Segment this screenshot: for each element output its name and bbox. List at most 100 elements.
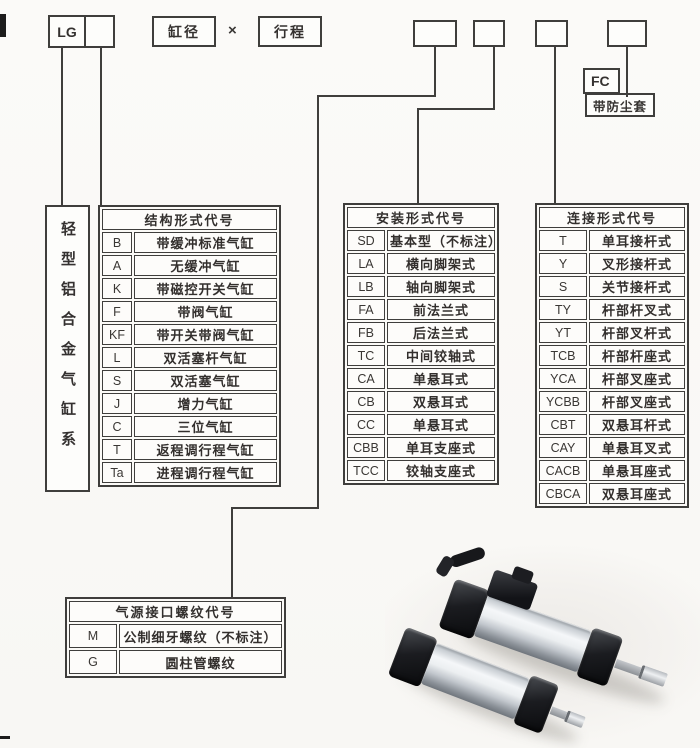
description-cell: 轴向脚架式 — [387, 276, 495, 297]
code-cell: L — [102, 347, 132, 368]
code-cell: M — [69, 624, 117, 648]
description-cell: 杆部叉杆式 — [589, 322, 685, 343]
description-cell: 基本型（不标注） — [387, 230, 495, 251]
description-cell: 双悬耳杆式 — [589, 414, 685, 435]
connector-line — [100, 48, 102, 205]
description-cell: 带磁控开关气缸 — [134, 278, 277, 299]
code-cell: TCB — [539, 345, 587, 366]
code-cell: LB — [347, 276, 385, 297]
stroke-box: 行程 — [258, 16, 322, 47]
code-cell: CB — [347, 391, 385, 412]
code-cell: T — [102, 439, 132, 460]
description-cell: 单悬耳叉式 — [589, 437, 685, 458]
description-cell: 单耳接杆式 — [589, 230, 685, 251]
scan-artifact — [0, 736, 10, 739]
connector-line — [434, 47, 436, 97]
description-cell: 带缓冲标准气缸 — [134, 232, 277, 253]
description-cell: 单耳支座式 — [387, 437, 495, 458]
code-cell: Ta — [102, 462, 132, 483]
connector-line — [231, 507, 319, 509]
description-cell: 叉形接杆式 — [589, 253, 685, 274]
connector-line — [61, 48, 63, 205]
description-cell: 双悬耳式 — [387, 391, 495, 412]
mounting-code-slot — [473, 20, 505, 47]
code-cell: CBT — [539, 414, 587, 435]
description-cell: 关节接杆式 — [589, 276, 685, 297]
dust-cover-code-slot — [607, 20, 647, 47]
description-cell: 单悬耳座式 — [589, 460, 685, 481]
description-cell: 横向脚架式 — [387, 253, 495, 274]
code-cell: FB — [347, 322, 385, 343]
code-cell: YT — [539, 322, 587, 343]
code-cell: CAY — [539, 437, 587, 458]
code-cell: J — [102, 393, 132, 414]
series-label-box: 轻型铝合金气缸系列 — [45, 205, 116, 492]
dust-cover-label-box: 带防尘套 — [585, 93, 655, 117]
connection-table-title: 连接形式代号 — [539, 207, 685, 228]
connector-line — [626, 47, 628, 97]
description-cell: 杆部叉座式 — [589, 368, 685, 389]
code-cell: Y — [539, 253, 587, 274]
connector-line — [417, 108, 495, 110]
thread-table-title: 气源接口螺纹代号 — [69, 601, 282, 622]
structure-table-title: 结构形式代号 — [102, 209, 277, 230]
description-cell: 双活塞杆气缸 — [134, 347, 277, 368]
code-cell: FA — [347, 299, 385, 320]
rod-tip — [563, 710, 586, 729]
product-photo — [385, 545, 700, 748]
code-cell: YCA — [539, 368, 587, 389]
code-cell: CC — [347, 414, 385, 435]
connection-code-slot — [535, 20, 568, 47]
fc-code-box: FC — [583, 68, 620, 94]
code-cell: K — [102, 278, 132, 299]
code-cell: CA — [347, 368, 385, 389]
description-cell: 带阀气缸 — [134, 301, 277, 322]
description-cell: 进程调行程气缸 — [134, 462, 277, 483]
code-cell: S — [102, 370, 132, 391]
code-cell: B — [102, 232, 132, 253]
connector-line — [554, 47, 556, 203]
code-cell: T — [539, 230, 587, 251]
code-cell: SD — [347, 230, 385, 251]
description-cell: 杆部叉座式 — [589, 391, 685, 412]
structure-code-slot — [84, 17, 113, 46]
description-cell: 单悬耳式 — [387, 414, 495, 435]
code-cell: TY — [539, 299, 587, 320]
description-cell: 返程调行程气缸 — [134, 439, 277, 460]
code-cell: YCBB — [539, 391, 587, 412]
description-cell: 公制细牙螺纹（不标注） — [119, 624, 282, 648]
description-cell: 带开关带阀气缸 — [134, 324, 277, 345]
model-prefix-label: LG — [57, 23, 77, 40]
